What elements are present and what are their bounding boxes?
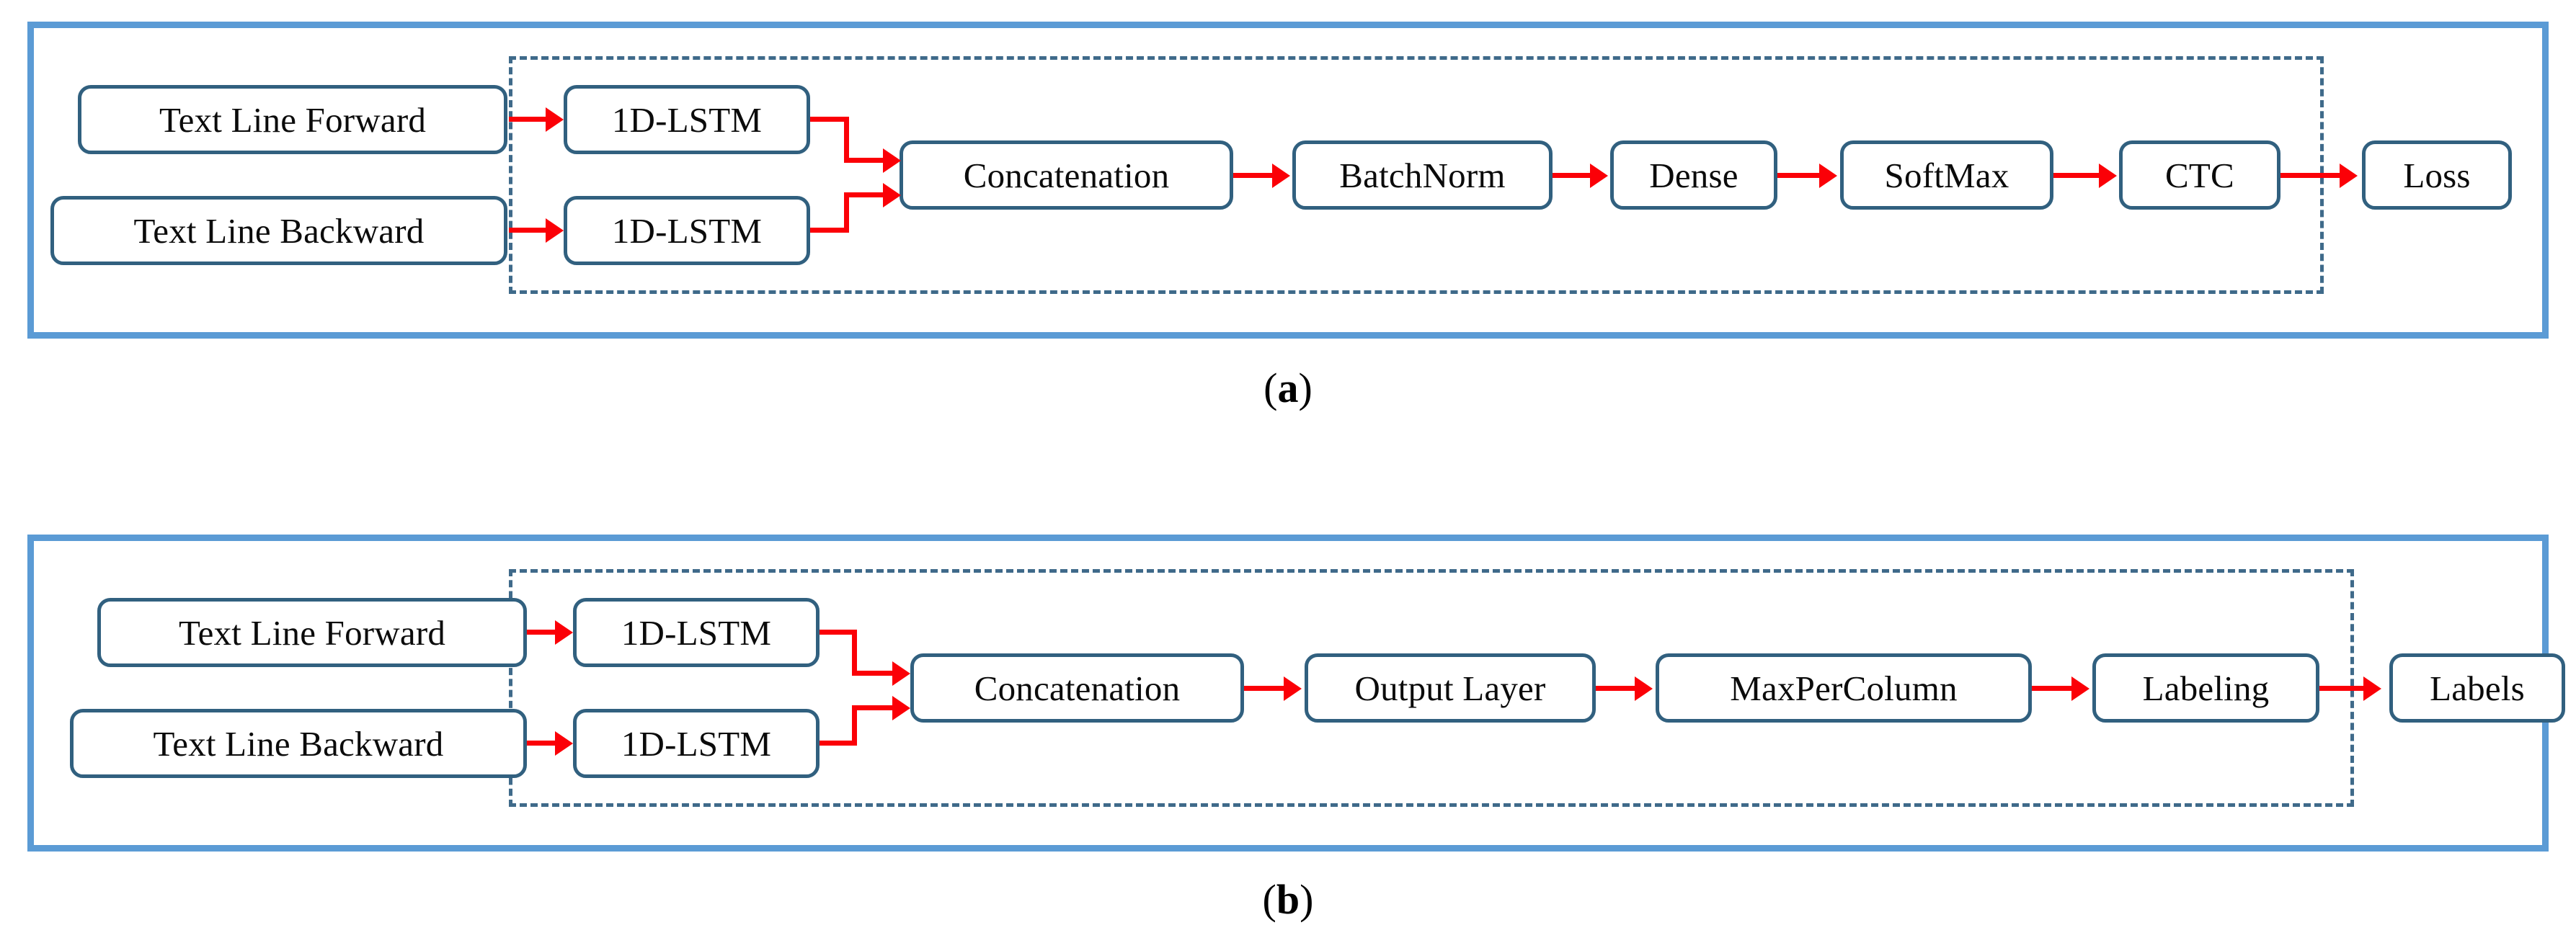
wire-a-lstmb-in (844, 192, 886, 197)
arrowhead-b-forward-to-lstm (555, 620, 573, 645)
arrowhead-b-maxpercolumn-to-labeling (2071, 676, 2089, 701)
caption-panel-b: (b) (1180, 875, 1396, 924)
node-a-text-line-backward[interactable]: Text Line Backward (50, 196, 507, 265)
arrowhead-a-backward-to-lstm (546, 218, 564, 243)
arrowhead-b-backward-to-lstm (555, 731, 573, 756)
wire-b-output-to-maxpercolumn (1596, 686, 1635, 691)
wire-a-dense-to-softmax (1777, 173, 1820, 178)
wire-a-softmax-to-ctc (2053, 173, 2100, 178)
node-b-output-layer[interactable]: Output Layer (1305, 653, 1596, 723)
node-a-lstm-forward[interactable]: 1D-LSTM (564, 85, 810, 154)
node-b-lstm-backward[interactable]: 1D-LSTM (573, 709, 820, 778)
arrowhead-a-lstmb-to-concat (883, 183, 901, 207)
arrowhead-b-lstmb-to-concat (892, 696, 910, 720)
wire-a-batchnorm-to-dense (1553, 173, 1591, 178)
wire-b-lstmb-out (820, 741, 857, 746)
arrowhead-a-concat-to-batchnorm (1272, 164, 1290, 188)
wire-a-lstmb-rise (844, 192, 849, 233)
node-a-lstm-backward[interactable]: 1D-LSTM (564, 196, 810, 265)
arrowhead-b-lstmf-to-concat (892, 661, 910, 686)
caption-b-paren-open: ( (1262, 876, 1276, 923)
caption-a-paren-close: ) (1298, 365, 1313, 411)
node-a-text-line-forward[interactable]: Text Line Forward (78, 85, 507, 154)
caption-a-paren-open: ( (1263, 365, 1278, 411)
arrowhead-a-batchnorm-to-dense (1590, 164, 1608, 188)
arrowhead-a-ctc-to-loss (2340, 164, 2358, 188)
wire-b-forward-to-lstm (527, 630, 558, 635)
wire-b-lstmf-in (852, 671, 895, 676)
wire-b-maxpercolumn-to-labeling (2032, 686, 2072, 691)
node-b-concatenation[interactable]: Concatenation (910, 653, 1244, 723)
wire-a-forward-to-lstm (509, 117, 548, 122)
wire-a-ctc-to-loss (2280, 173, 2341, 178)
node-a-batchnorm[interactable]: BatchNorm (1292, 140, 1553, 210)
arrowhead-a-forward-to-lstm (546, 107, 564, 132)
node-b-text-line-backward[interactable]: Text Line Backward (70, 709, 527, 778)
caption-b-letter: b (1276, 876, 1300, 923)
caption-b-paren-close: ) (1300, 876, 1314, 923)
wire-b-labeling-to-labels (2319, 686, 2364, 691)
node-b-lstm-forward[interactable]: 1D-LSTM (573, 598, 820, 667)
wire-b-lstmf-drop (852, 630, 857, 671)
wire-a-lstmf-drop (844, 117, 849, 158)
wire-b-lstmf-out (820, 630, 857, 635)
node-b-labels[interactable]: Labels (2389, 653, 2565, 723)
wire-a-lstmb-out (810, 228, 849, 233)
arrowhead-b-labeling-to-labels (2363, 676, 2381, 701)
wire-b-backward-to-lstm (527, 741, 558, 746)
wire-b-lstmb-in (852, 705, 895, 710)
wire-a-backward-to-lstm (509, 228, 548, 233)
wire-a-lstmf-out (810, 117, 849, 122)
caption-panel-a: (a) (1180, 364, 1396, 412)
wire-b-lstmb-rise (852, 705, 857, 746)
caption-a-letter: a (1277, 365, 1299, 411)
node-b-labeling[interactable]: Labeling (2092, 653, 2319, 723)
wire-a-concat-to-batchnorm (1233, 173, 1274, 178)
node-b-maxpercolumn[interactable]: MaxPerColumn (1656, 653, 2032, 723)
node-b-text-line-forward[interactable]: Text Line Forward (97, 598, 527, 667)
arrowhead-a-lstmf-to-concat (883, 148, 901, 173)
arrowhead-a-softmax-to-ctc (2099, 164, 2117, 188)
node-a-concatenation[interactable]: Concatenation (900, 140, 1233, 210)
arrowhead-b-concat-to-output (1284, 676, 1302, 701)
node-a-dense[interactable]: Dense (1610, 140, 1777, 210)
node-a-ctc[interactable]: CTC (2119, 140, 2280, 210)
arrowhead-a-dense-to-softmax (1819, 164, 1837, 188)
node-a-softmax[interactable]: SoftMax (1840, 140, 2053, 210)
arrowhead-b-output-to-maxpercolumn (1635, 676, 1653, 701)
wire-b-concat-to-output (1244, 686, 1284, 691)
node-a-loss[interactable]: Loss (2362, 140, 2512, 210)
wire-a-lstmf-in (844, 158, 886, 163)
